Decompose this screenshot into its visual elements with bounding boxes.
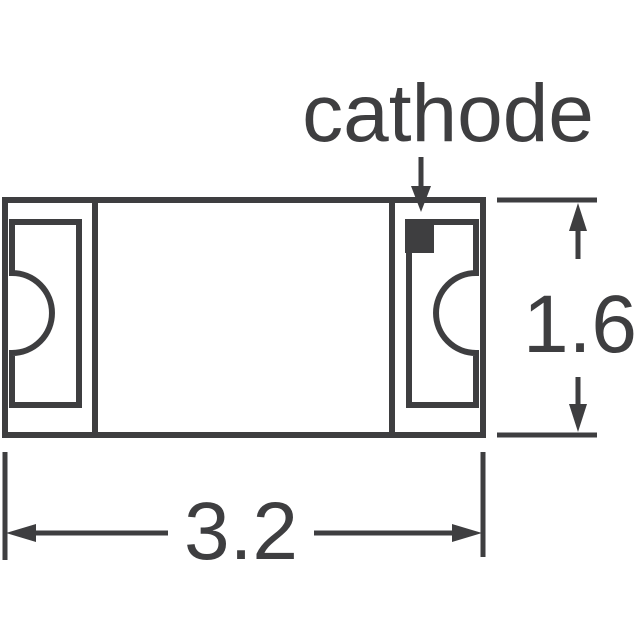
cathode-pad-outline — [406, 219, 479, 408]
height-dim-value: 1.6 — [523, 279, 637, 370]
width-dim-left-arrow-icon — [6, 524, 36, 542]
height-dim-up-arrow-icon — [569, 203, 587, 231]
height-dim-down-arrow-icon — [569, 404, 587, 432]
width-dim-value: 3.2 — [184, 486, 298, 577]
cathode-label: cathode — [302, 68, 594, 159]
anode-pad-outline — [9, 219, 82, 408]
width-dim-right-arrow-icon — [452, 524, 482, 542]
cathode-mark — [405, 219, 434, 253]
package-body-outline — [2, 197, 486, 438]
cathode-down-arrow-icon — [411, 186, 431, 212]
